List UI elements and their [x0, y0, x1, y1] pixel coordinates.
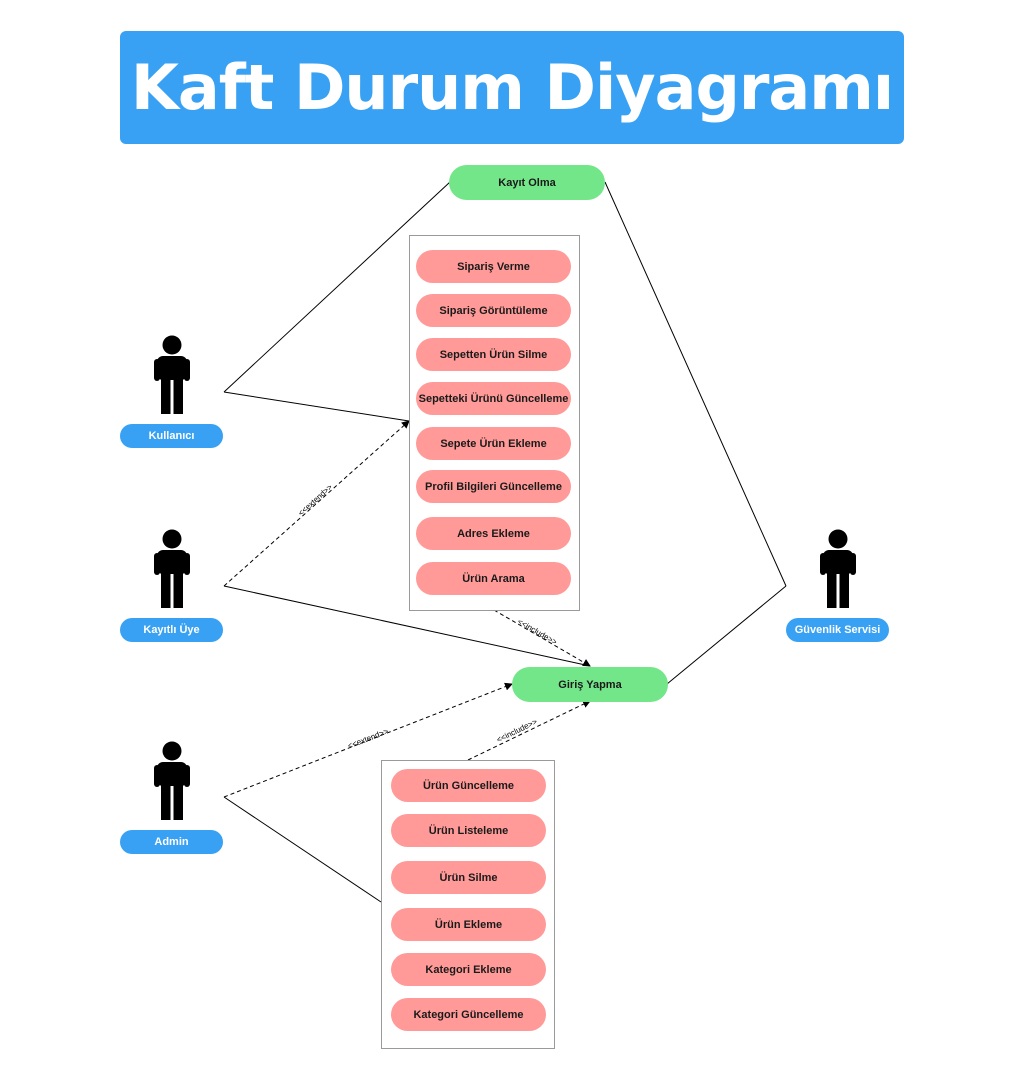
- action-urun-listeleme: Ürün Listeleme: [391, 814, 546, 847]
- action-sepete-urun-ekleme: Sepete Ürün Ekleme: [416, 427, 571, 460]
- actor-label-kullanici: Kullanıcı: [120, 424, 223, 448]
- label-extend-admin: <<extend>>: [347, 727, 390, 751]
- diagram-title: Kaft Durum Diyagramı: [130, 51, 894, 124]
- action-siparis-verme: Sipariş Verme: [416, 250, 571, 283]
- label-include-actions: <<include>>: [516, 617, 559, 647]
- line-kayit-guvenlik: [604, 181, 787, 587]
- actor-label-admin: Admin: [120, 830, 223, 854]
- action-adres-ekleme: Adres Ekleme: [416, 517, 571, 550]
- line-giris-guvenlik: [666, 585, 787, 685]
- action-sepetten-urun-silme: Sepetten Ürün Silme: [416, 338, 571, 371]
- action-profil-bilgileri-guncelleme: Profil Bilgileri Güncelleme: [416, 470, 571, 503]
- arrow-admin-actions-include: [467, 700, 591, 761]
- kayitli-uye-person-icon: [154, 529, 190, 608]
- line-kullanici-actions: [223, 391, 410, 422]
- use-case-giris-yapma: Giriş Yapma: [512, 667, 668, 702]
- arrow-actions-include: [493, 609, 591, 667]
- action-urun-ekleme: Ürün Ekleme: [391, 908, 546, 941]
- guvenlik-servisi-person-icon: [820, 529, 856, 608]
- arrow-admin-extend: [223, 682, 513, 798]
- line-uye-giris: [223, 585, 591, 667]
- action-urun-guncelleme: Ürün Güncelleme: [391, 769, 546, 802]
- kullanici-person-icon: [154, 335, 190, 414]
- arrow-uye-extend: [223, 420, 410, 587]
- action-urun-silme: Ürün Silme: [391, 861, 546, 894]
- title-banner: Kaft Durum Diyagramı: [120, 31, 904, 144]
- use-case-kayit-olma: Kayıt Olma: [449, 165, 605, 200]
- action-kategori-guncelleme: Kategori Güncelleme: [391, 998, 546, 1031]
- label-extend-uye: <<extend>>: [296, 482, 334, 517]
- action-siparis-goruntuleme: Sipariş Görüntüleme: [416, 294, 571, 327]
- user-actions-box: [409, 235, 580, 611]
- line-admin-actions: [223, 796, 382, 903]
- action-urun-arama: Ürün Arama: [416, 562, 571, 595]
- actor-label-kayitli-uye: Kayıtlı Üye: [120, 618, 223, 642]
- action-kategori-ekleme: Kategori Ekleme: [391, 953, 546, 986]
- label-include-admin: <<include>>: [495, 717, 539, 745]
- line-kullanici-kayit: [223, 181, 451, 393]
- actor-label-guvenlik-servisi: Güvenlik Servisi: [786, 618, 889, 642]
- action-sepetteki-urunu-guncelleme: Sepetteki Ürünü Güncelleme: [416, 382, 571, 415]
- admin-person-icon: [154, 741, 190, 820]
